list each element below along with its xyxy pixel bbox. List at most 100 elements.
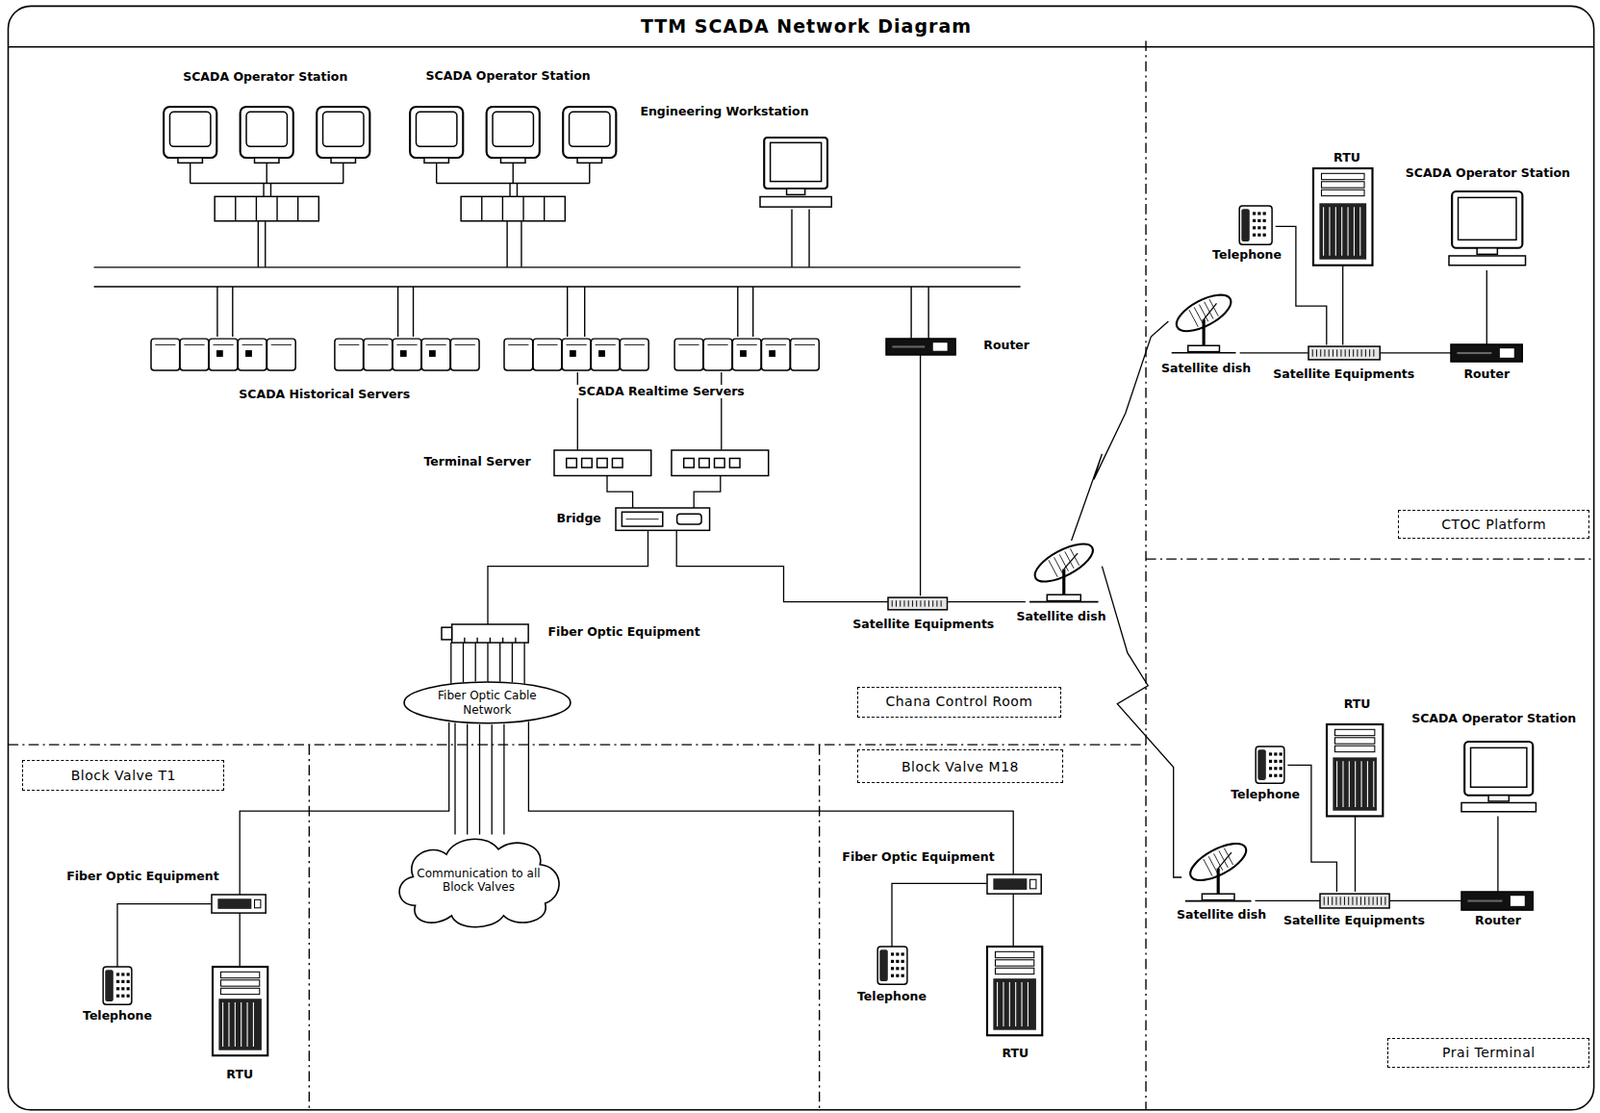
satellite-equipment: Satellite Equipments <box>888 595 948 612</box>
telephone: Telephone <box>874 946 911 985</box>
operator-station-group-icon <box>161 106 372 222</box>
connector <box>891 883 988 947</box>
connector-line <box>1071 321 1169 541</box>
communication-cloud: Communication to all Block Valves <box>394 834 563 926</box>
connector-line <box>454 723 456 836</box>
connector <box>676 531 889 603</box>
fiber-optic-equipment-icon <box>211 894 266 914</box>
connector <box>693 475 721 508</box>
fiber-optic-equipment-icon <box>441 624 529 643</box>
router-icon <box>1461 891 1533 911</box>
device-label: Satellite Equipments <box>850 617 996 632</box>
connector <box>1379 352 1451 354</box>
rtu: RTU <box>1326 724 1383 816</box>
connector <box>239 913 241 967</box>
device-label: Fiber Optic Equipment <box>839 850 996 864</box>
rtu-icon <box>1313 168 1373 266</box>
region-label-box: Chana Control Room <box>857 686 1062 718</box>
region-border <box>308 744 310 1111</box>
connector-line <box>919 355 921 596</box>
connector-line <box>1354 815 1356 892</box>
connector-line <box>239 913 241 967</box>
device-label: Satellite Equipments <box>1281 914 1427 928</box>
telephone-icon <box>874 946 911 985</box>
connector-line <box>466 724 468 836</box>
connector-line <box>1486 270 1488 345</box>
region-border <box>7 743 1146 745</box>
operator-station-icon <box>1461 741 1536 816</box>
satellite-equipment-icon <box>1320 891 1390 911</box>
connector <box>607 475 634 508</box>
connector-line <box>479 724 481 835</box>
router: Router <box>1450 344 1523 362</box>
connector-line <box>487 531 649 626</box>
device-label: RTU <box>1331 151 1363 165</box>
device-label: Fiber Optic Equipment <box>545 625 702 639</box>
telephone-icon <box>100 966 135 1005</box>
device-label: Router <box>1473 914 1524 928</box>
device-label: RTU <box>224 1067 255 1082</box>
device-label: SCADA Operator Station <box>424 69 593 83</box>
device-label: Satellite dish <box>1174 908 1269 922</box>
connector-line <box>693 475 721 508</box>
diagram-title: TTM SCADA Network Diagram <box>421 15 1192 37</box>
device-label: SCADA Historical Servers <box>236 387 412 402</box>
operator-station-icon <box>1448 191 1526 271</box>
connector <box>451 642 525 685</box>
device-label: Engineering Workstation <box>637 104 811 119</box>
satellite-equipment-icon <box>888 595 948 612</box>
lan-bus <box>94 208 1021 339</box>
fiber-optic-equipment: Fiber Optic Equipment <box>211 894 266 914</box>
fiber-optic-equipment-icon <box>987 874 1042 894</box>
connector-line <box>1379 352 1451 354</box>
connector-line <box>607 475 634 508</box>
operator-station: SCADA Operator Station <box>1461 741 1536 816</box>
device-label: Bridge <box>554 511 603 526</box>
satellite-dish: Satellite dish <box>1025 540 1103 605</box>
device-label: Router <box>981 338 1032 353</box>
connector-line <box>486 642 488 682</box>
connector <box>1013 893 1015 947</box>
terminal-server: Terminal Server <box>554 450 769 477</box>
server-rack-icon <box>151 336 481 373</box>
region-label-box: Prai Terminal <box>1387 1038 1590 1069</box>
rtu-icon <box>987 946 1042 1036</box>
device-label: Telephone <box>80 1009 154 1023</box>
connector <box>946 601 1026 603</box>
device-label: Satellite dish <box>1014 609 1108 624</box>
router-icon <box>1450 344 1523 362</box>
terminal-server-icon <box>554 450 769 477</box>
connector <box>528 721 1014 875</box>
connector <box>1354 815 1356 892</box>
region-border <box>1145 558 1595 559</box>
device-label: Satellite Equipments <box>1270 367 1417 381</box>
device-label: Terminal Server <box>421 455 533 469</box>
device-label: SCADA Operator Station <box>1403 166 1573 180</box>
connector-line <box>475 642 477 683</box>
device-label: Communication to all Block Valves <box>413 866 544 895</box>
outer-frame <box>7 5 1594 1110</box>
satellite-dish: Satellite dish <box>1168 290 1240 356</box>
device-label: Satellite dish <box>1159 361 1253 376</box>
operator-station: SCADA Operator Station <box>1448 191 1526 271</box>
connector-line <box>462 642 464 683</box>
connector <box>117 904 212 968</box>
server-rack: SCADA Realtime Servers <box>504 336 820 373</box>
satellite-equipment: Satellite Equipments <box>1320 891 1390 911</box>
telephone: Telephone <box>1236 205 1275 245</box>
connector <box>1240 352 1309 354</box>
device-label: Fiber Optic Cable Network <box>422 688 553 717</box>
bridge-icon <box>615 507 711 531</box>
engineering-workstation: Engineering Workstation <box>760 137 832 209</box>
connector-line <box>1497 815 1499 892</box>
device-label: Fiber Optic Equipment <box>64 869 221 884</box>
connector-line <box>499 642 501 683</box>
connector-line <box>491 724 493 835</box>
bridge: Bridge <box>615 507 711 531</box>
bus-drop <box>217 286 929 339</box>
connector-line <box>528 721 1014 875</box>
region-border <box>818 744 820 1111</box>
region-border <box>1144 40 1146 1110</box>
connector-line <box>1255 900 1321 902</box>
connector-line <box>676 531 889 603</box>
